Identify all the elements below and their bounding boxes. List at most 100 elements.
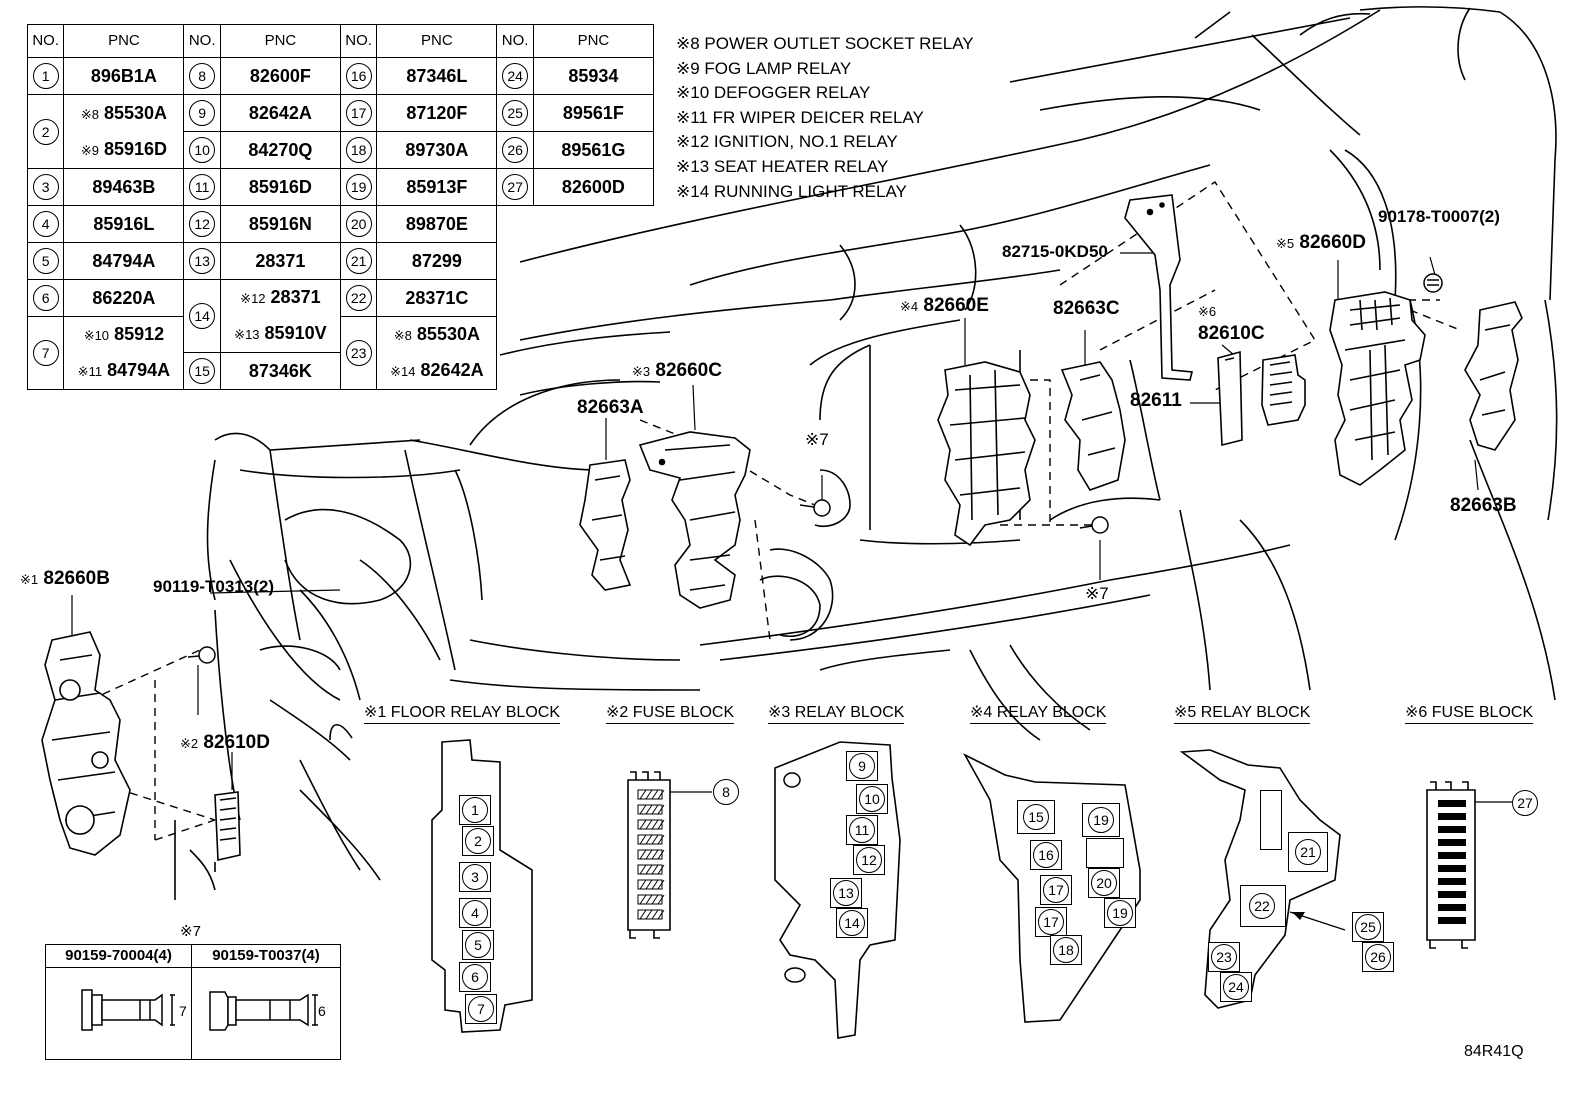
pnc-text: 82610C — [1198, 323, 1265, 344]
table-cell-no: 27 — [496, 168, 534, 206]
table-cell-pnc: 86220A — [63, 279, 185, 317]
pnc-text: 85530A — [103, 102, 168, 123]
pnc-text: 85916L — [93, 214, 155, 234]
part-label-82663B: 82663B — [1450, 495, 1517, 516]
pnc-text: 87346L — [406, 66, 468, 86]
number-circle: 23 — [345, 340, 372, 366]
callout-number: 24 — [1223, 974, 1249, 1000]
header-pnc: PNC — [63, 24, 185, 58]
relay-slot: 10 — [856, 784, 888, 814]
table-cell-pnc: 85916L — [63, 205, 185, 243]
table-header-row: NO. PNC NO. PNC NO. PNC NO. PNC — [26, 24, 655, 58]
note-mark: ※8 — [80, 106, 99, 122]
table-cell-pnc: 89561G — [532, 131, 655, 169]
part-label-82610D: ※2 82610D — [180, 732, 270, 754]
table-cell-pnc: 87346L — [376, 57, 498, 95]
callout-number: 17 — [1043, 877, 1069, 903]
pnc-text: 82642A — [420, 360, 484, 380]
relay-slot: 15 — [1017, 800, 1055, 834]
table-cell-no: 12 — [183, 205, 221, 243]
table-cell-no: 1 — [26, 57, 65, 95]
pnc-text: 87299 — [411, 251, 462, 271]
table-cell-pnc: 85913F — [376, 168, 498, 206]
number-circle: 4 — [32, 211, 59, 237]
fuse-slot — [1438, 878, 1466, 885]
table-cell-pnc: 85916N — [219, 205, 341, 243]
callout-number: 25 — [1355, 914, 1381, 940]
relay-slot — [1260, 790, 1282, 850]
note-mark-7: ※7 — [805, 430, 829, 449]
pnc-text: 82660D — [1299, 232, 1366, 253]
part-label-82660E: ※4 82660E — [900, 295, 989, 317]
pnc-text: 86220A — [92, 288, 156, 308]
table-cell-no: 21 — [339, 242, 378, 280]
relay-slot: 9 — [846, 751, 878, 781]
pnc-text: 84794A — [107, 360, 171, 380]
table-cell-pnc: 89561F — [532, 94, 655, 132]
table-cell-no: 26 — [496, 131, 534, 169]
table-cell-no: 20 — [339, 205, 378, 243]
number-circle: 21 — [345, 248, 372, 274]
pnc-text: 82660C — [655, 360, 722, 381]
callout-number: 3 — [462, 864, 488, 890]
pnc-text: 89463B — [92, 177, 156, 197]
pnc-text: 896B1A — [90, 66, 157, 86]
relay-notes-list: ※8 POWER OUTLET SOCKET RELAY ※9 FOG LAMP… — [676, 32, 974, 204]
table-cell-pnc: 85916D — [219, 168, 341, 206]
callout-number: 7 — [468, 996, 494, 1022]
pnc-line: ※11 84794A — [64, 353, 183, 389]
callout-number: 2 — [465, 828, 491, 854]
pnc-text: 82600D — [561, 177, 625, 197]
relay-slot: 18 — [1050, 935, 1082, 965]
relay-slot: 7 — [465, 994, 497, 1024]
note-mark-7: ※7 — [1085, 584, 1109, 603]
pnc-text: 84270Q — [248, 140, 313, 160]
table-cell-no: 18 — [339, 131, 378, 169]
pnc-text: 85913F — [406, 177, 468, 197]
table-cell-pnc: 84270Q — [219, 131, 341, 169]
note-mark: ※13 — [234, 327, 260, 342]
callout-number: 10 — [859, 786, 885, 812]
callout-number: 21 — [1295, 839, 1321, 865]
note-mark: ※14 — [390, 364, 416, 379]
relay-slot: 11 — [846, 815, 878, 845]
table-cell-no: 2 — [26, 94, 65, 169]
number-circle: 11 — [189, 174, 216, 200]
relay-slot: 25 — [1352, 912, 1384, 942]
table-cell-no: 8 — [183, 57, 221, 95]
relay-note: ※9 FOG LAMP RELAY — [676, 58, 852, 78]
callout-number: 13 — [833, 880, 859, 906]
callout-number: 11 — [849, 817, 875, 843]
pnc-text: 89561G — [561, 140, 626, 160]
relay-slot: 20 — [1088, 868, 1120, 898]
empty-cell — [497, 206, 654, 390]
fuse-slot — [1438, 813, 1466, 820]
pnc-line: ※13 85910V — [221, 316, 340, 352]
relay-slot: 2 — [462, 826, 494, 856]
note-mark: ※10 — [83, 328, 110, 343]
pnc-text: 85916D — [248, 177, 312, 197]
table-cell-pnc: 28371C — [376, 279, 498, 317]
number-circle: 9 — [189, 100, 216, 126]
fuse-slot — [1438, 891, 1466, 898]
diagram-code: 84R41Q — [1464, 1043, 1524, 1060]
header-no: NO. — [339, 24, 378, 58]
note-mark: ※3 — [632, 364, 651, 379]
table-cell-no: 3 — [26, 168, 65, 206]
table-cell-no: 24 — [496, 57, 534, 95]
pnc-text: 89730A — [405, 140, 469, 160]
number-circle: 5 — [32, 248, 59, 274]
fuse-slot — [637, 804, 663, 815]
number-circle: 22 — [345, 285, 372, 311]
number-circle: 13 — [189, 248, 216, 274]
callout-number: 19 — [1107, 900, 1133, 926]
part-label-90178: 90178-T0007(2) — [1378, 207, 1500, 226]
number-circle: 26 — [502, 137, 529, 163]
pnc-text: 87346K — [248, 361, 312, 381]
table-cell-no: 14 — [183, 279, 221, 353]
pnc-text: 85916D — [103, 138, 168, 159]
